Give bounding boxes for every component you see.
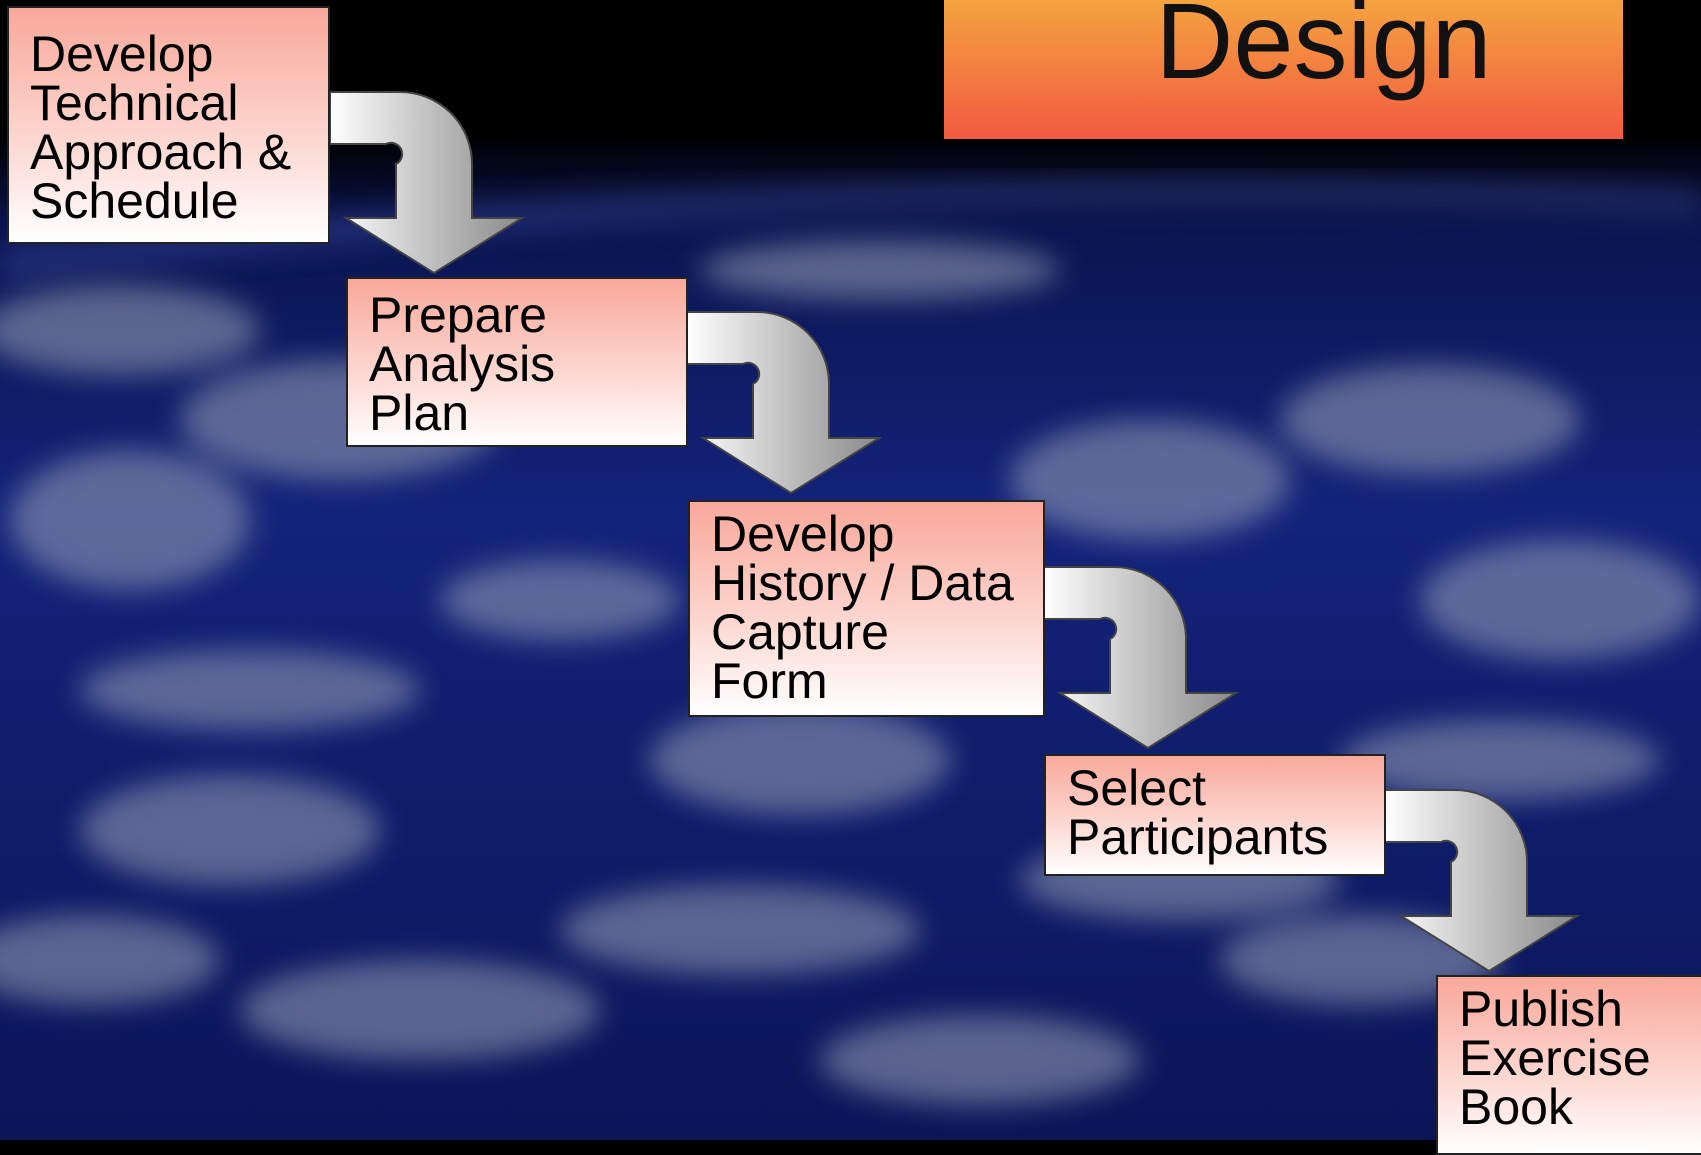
- step-label: Develop Technical Approach & Schedule: [30, 26, 292, 229]
- step-select-participants: Select Participants: [1044, 754, 1386, 876]
- step-label: Prepare Analysis Plan: [369, 287, 556, 441]
- arrow-down-right-icon: [686, 311, 883, 495]
- title-banner: Design: [944, 0, 1623, 139]
- step-label: Develop History / Data Capture Form: [711, 506, 1014, 709]
- step-label: Publish Exercise Book: [1459, 981, 1651, 1135]
- arrow-down-right-icon: [329, 91, 526, 275]
- step-prepare-analysis-plan: Prepare Analysis Plan: [346, 277, 688, 447]
- step-develop-history-data-capture-form: Develop History / Data Capture Form: [688, 500, 1045, 717]
- step-label: Select Participants: [1067, 760, 1329, 865]
- page-title: Design: [1155, 0, 1492, 101]
- arrow-down-right-icon: [1043, 566, 1240, 750]
- arrow-down-right-icon: [1384, 789, 1581, 973]
- step-publish-exercise-book: Publish Exercise Book: [1436, 975, 1701, 1155]
- step-develop-technical-approach: Develop Technical Approach & Schedule: [7, 6, 330, 244]
